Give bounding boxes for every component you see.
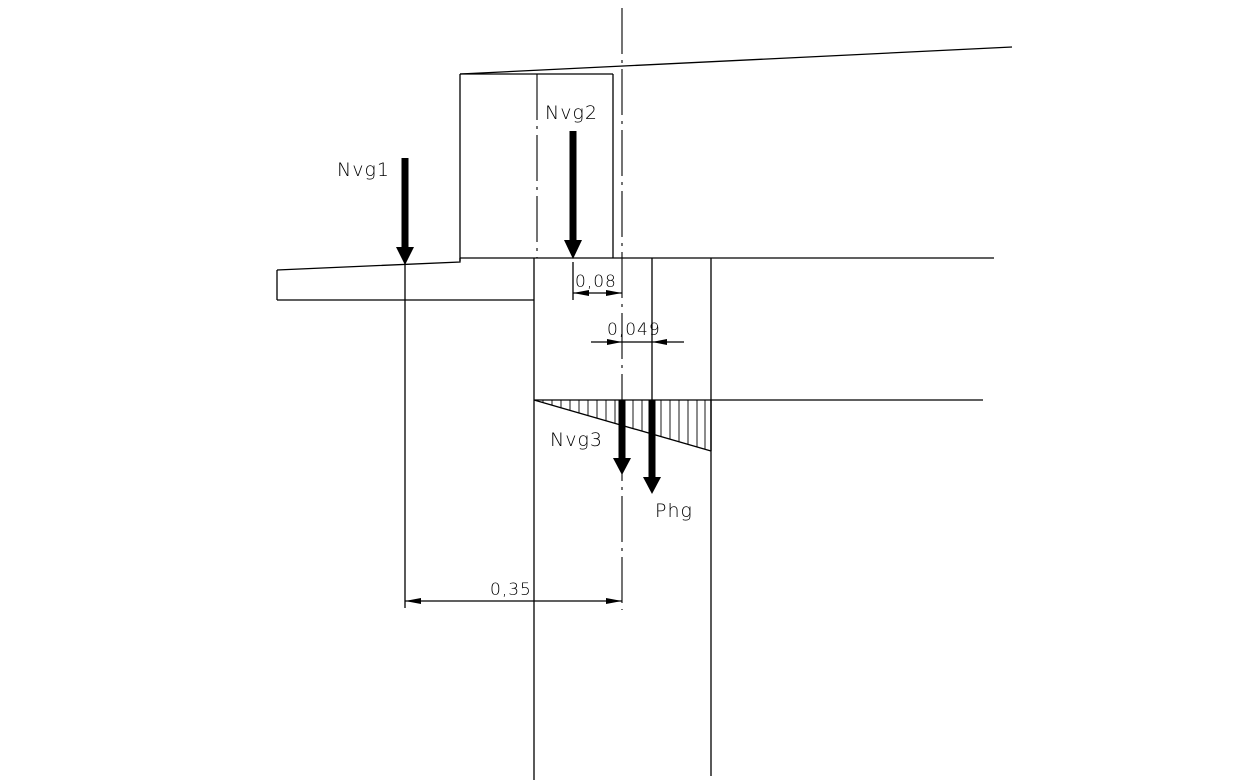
force-label-phg: Phg	[655, 500, 693, 522]
dimension-0-08: 0,08	[572, 262, 622, 300]
dimension-value: 0,35	[490, 580, 532, 600]
dimension-0-049: 0,049	[591, 320, 684, 345]
lower-wall	[533, 258, 712, 780]
dimension-value: 0,08	[575, 272, 617, 292]
force-nvg1: Nvg1	[337, 158, 414, 265]
force-nvg3: Nvg3	[550, 400, 631, 475]
force-label-nvg1: Nvg1	[337, 159, 390, 181]
roof-slope-line	[459, 46, 1013, 75]
force-nvg2: Nvg2	[545, 102, 598, 259]
force-phg: Phg	[643, 400, 693, 522]
force-label-nvg2: Nvg2	[545, 102, 598, 124]
pressure-diagram	[533, 399, 712, 452]
dimension-value: 0,049	[607, 320, 661, 340]
force-label-nvg3: Nvg3	[550, 429, 603, 451]
dimension-0-35: 0,35	[405, 580, 622, 604]
